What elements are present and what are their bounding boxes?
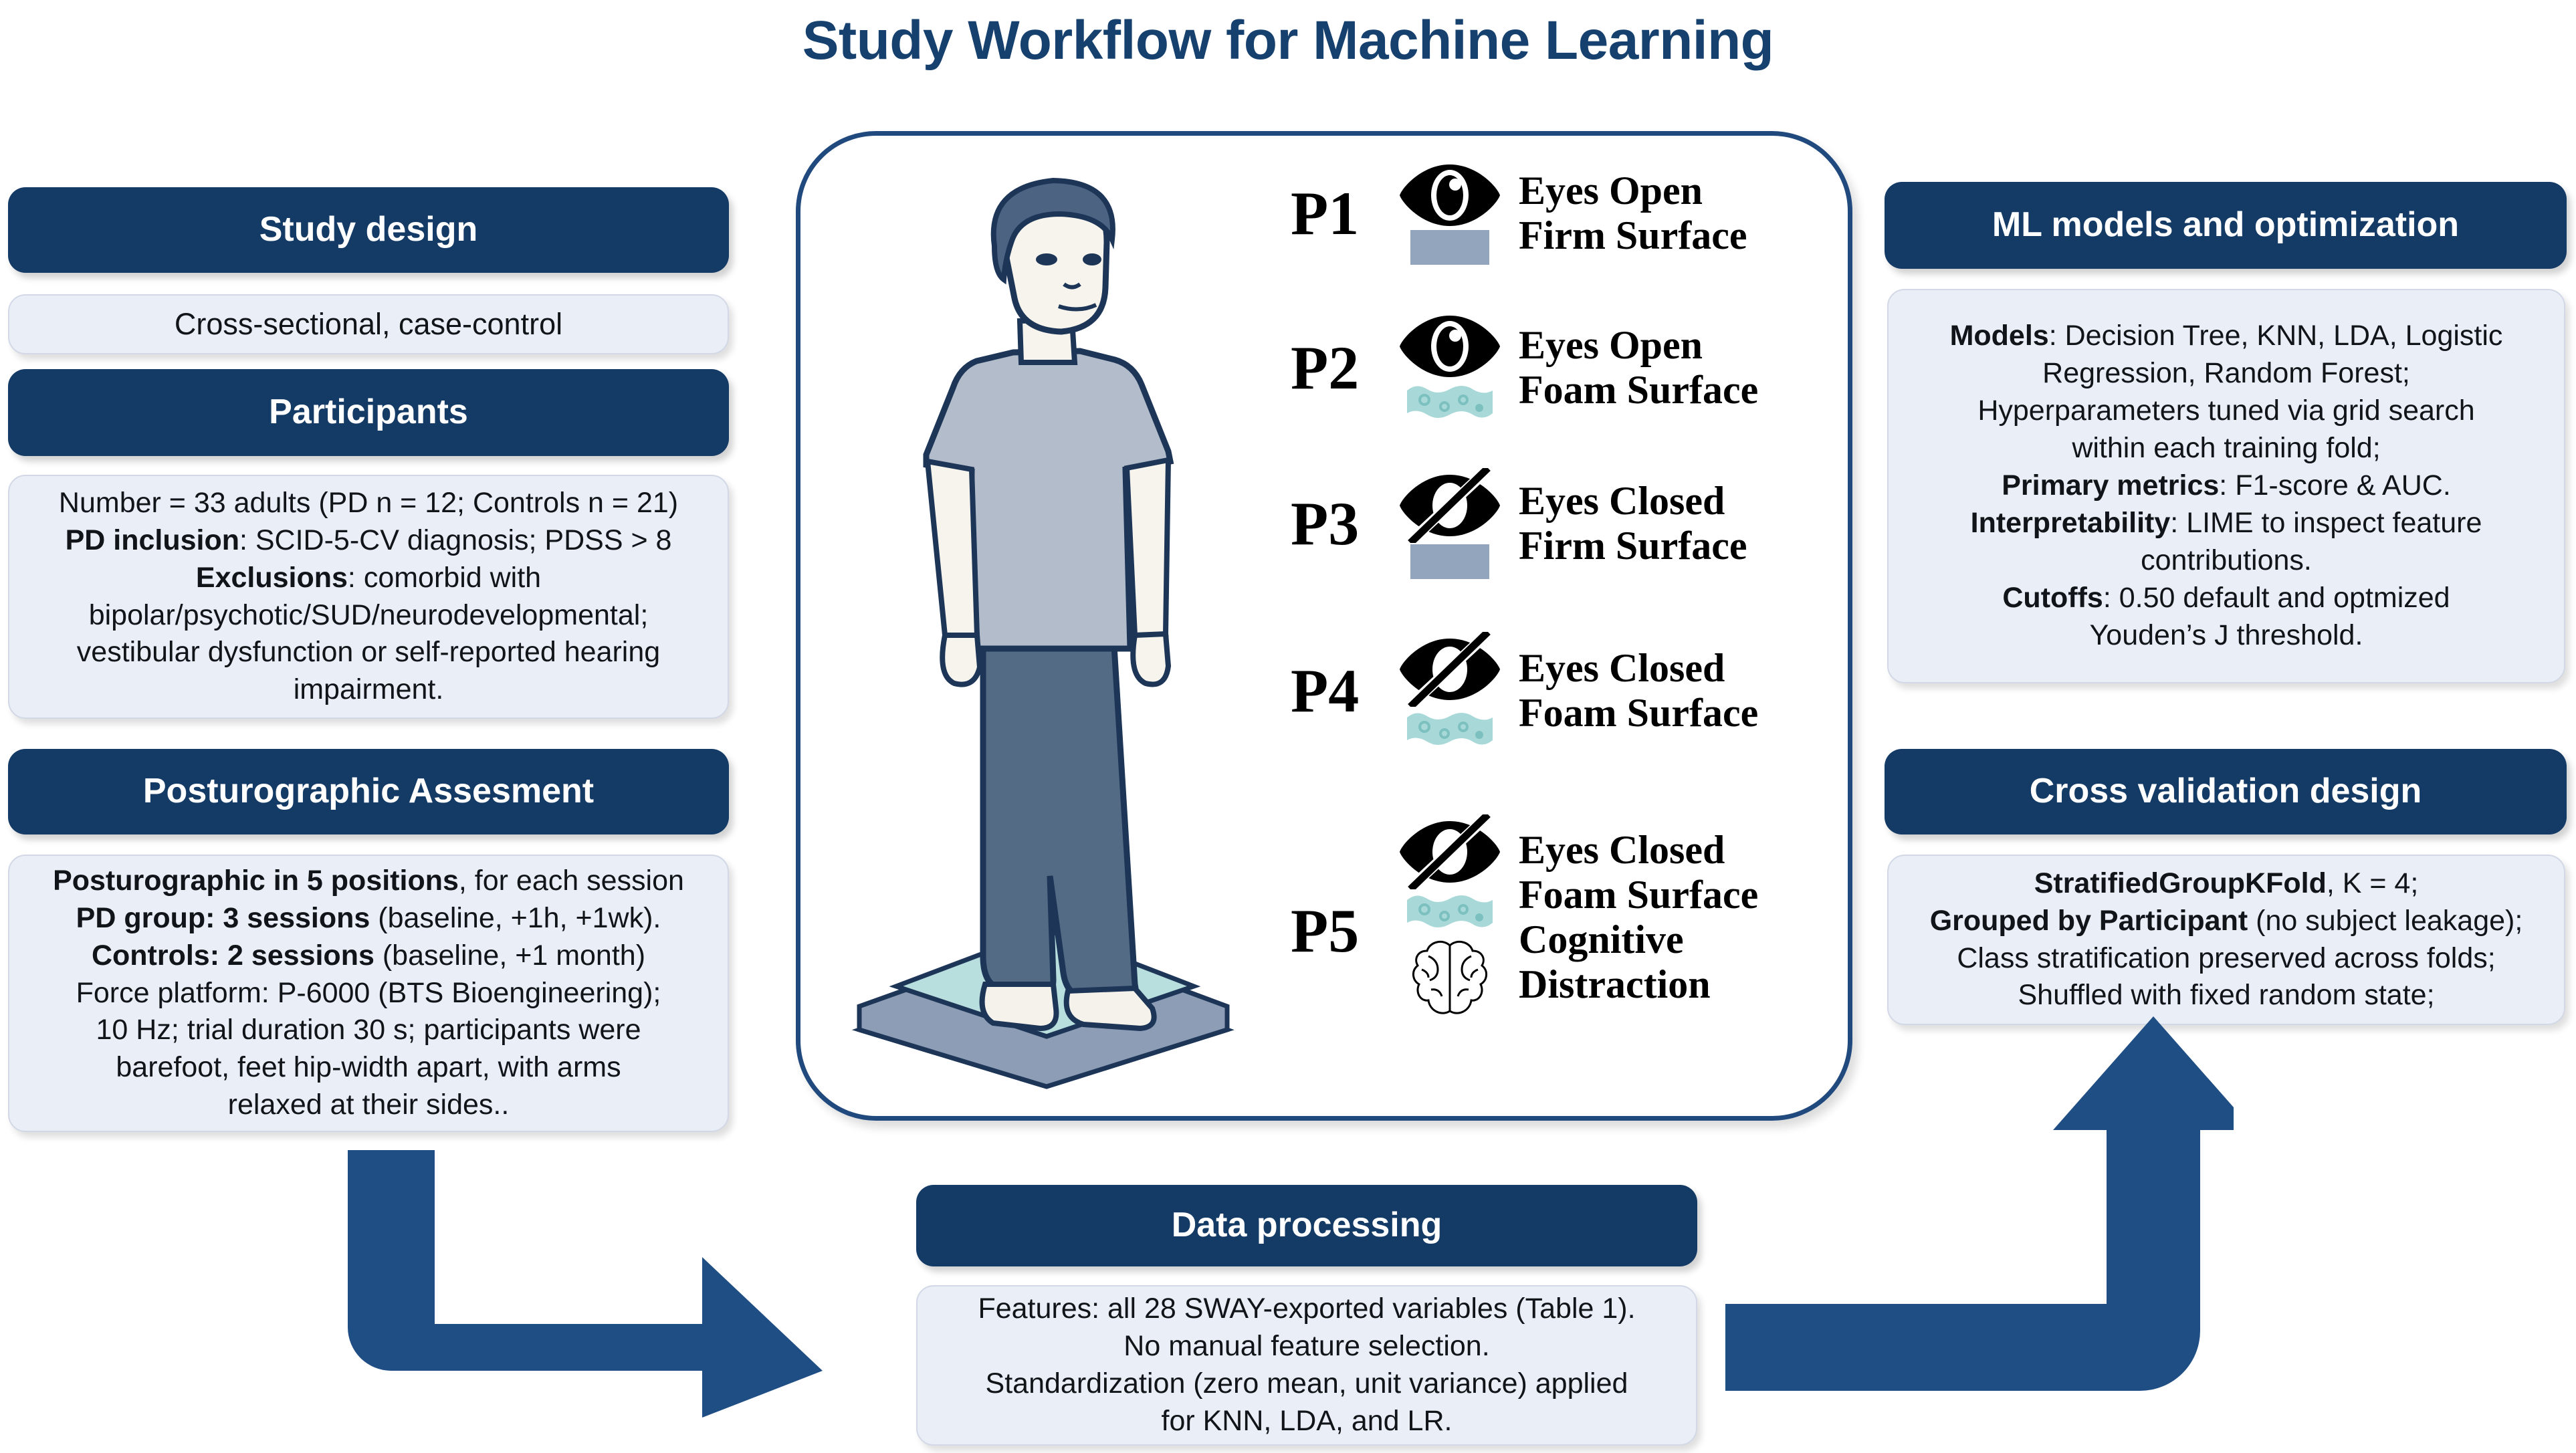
position-icons-p1 (1391, 162, 1508, 265)
arrow-right-elbow (1725, 1016, 2234, 1391)
eye-slash-icon (1399, 632, 1500, 707)
cross-validation-header: Cross validation design (1885, 749, 2567, 834)
study-design-body-text: Cross-sectional, case-control (174, 306, 563, 341)
position-icons-p2 (1391, 313, 1508, 423)
data-processing-header: Data processing (916, 1185, 1697, 1266)
position-icons-p3 (1391, 468, 1508, 579)
study-design-body: Cross-sectional, case-control (8, 294, 729, 354)
eye-open-icon (1399, 164, 1500, 226)
eye-slash-icon (1399, 814, 1500, 889)
firm-surface-icon (1410, 544, 1489, 579)
cross-validation-header-label: Cross validation design (2029, 772, 2422, 811)
ml-models-header-label: ML models and optimization (1992, 205, 2460, 245)
eye-open-icon (1399, 316, 1500, 377)
posturographic-assessment-header-label: Posturographic Assesment (142, 772, 595, 811)
cross-validation-body-text: StratifiedGroupKFold, K = 4;Grouped by P… (1929, 867, 2523, 1012)
data-processing-body: Features: all 28 SWAY-exported variables… (916, 1285, 1697, 1446)
participants-header-label: Participants (269, 393, 468, 432)
position-icons-p4 (1391, 632, 1508, 750)
study-design-header: Study design (8, 187, 729, 273)
posturographic-assessment-body: Posturographic in 5 positions, for each … (8, 855, 729, 1132)
position-code-p2: P2 (1291, 334, 1360, 402)
participants-body-text: Number = 33 adults (PD n = 12; Controls … (58, 486, 679, 706)
foam-surface-icon (1406, 386, 1493, 418)
position-code-p1: P1 (1291, 179, 1360, 247)
standing-person-illustration (851, 177, 1235, 1089)
ml-models-body-text: Models: Decision Tree, KNN, LDA, Logisti… (1949, 320, 2503, 651)
data-processing-header-label: Data processing (1171, 1206, 1442, 1245)
study-design-header-label: Study design (259, 210, 478, 249)
posturographic-assessment-header: Posturographic Assesment (8, 749, 729, 834)
ml-models-body: Models: Decision Tree, KNN, LDA, Logisti… (1887, 289, 2565, 683)
data-processing-body-text: Features: all 28 SWAY-exported variables… (978, 1293, 1636, 1437)
foam-surface-icon (1406, 713, 1493, 745)
brain-icon (1412, 940, 1487, 1014)
position-code-p5: P5 (1291, 897, 1360, 965)
position-code-p4: P4 (1291, 657, 1360, 725)
eye-slash-icon (1399, 468, 1500, 543)
position-row-p5: P5 E (1291, 814, 1758, 1020)
position-icons-p5 (1391, 814, 1508, 1020)
participants-body: Number = 33 adults (PD n = 12; Controls … (8, 475, 729, 719)
arrow-left-elbow (348, 1150, 823, 1418)
firm-surface-icon (1410, 230, 1489, 265)
foam-surface-icon (1406, 895, 1493, 927)
participants-header: Participants (8, 369, 729, 456)
page-title: Study Workflow for Machine Learning (802, 10, 1774, 71)
cross-validation-body: StratifiedGroupKFold, K = 4;Grouped by P… (1887, 855, 2565, 1025)
posturographic-assessment-body-text: Posturographic in 5 positions, for each … (53, 864, 684, 1121)
ml-models-header: ML models and optimization (1885, 182, 2567, 269)
position-code-p3: P3 (1291, 489, 1360, 558)
